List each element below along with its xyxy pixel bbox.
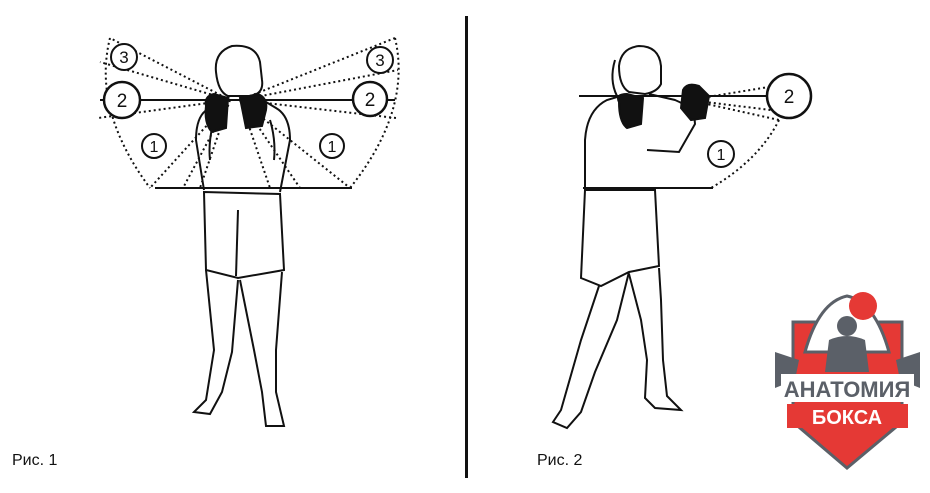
- figure-divider: [465, 16, 468, 478]
- zone-3-right: 3: [366, 46, 394, 74]
- svg-text:1: 1: [717, 147, 726, 164]
- svg-text:3: 3: [119, 48, 128, 67]
- gloves-side: [617, 83, 711, 130]
- figure-1: 3 2 1 3 2 1 Рис. 1: [0, 0, 466, 488]
- boxer-side: [551, 44, 697, 430]
- zone-2-right: 2: [351, 80, 389, 118]
- zone-1-side: 1: [707, 140, 735, 168]
- zone-labels-fig1: 3 2 1 3 2 1: [102, 43, 394, 159]
- gloves-front: [204, 92, 268, 134]
- logo-text-line2: БОКСА: [812, 407, 882, 429]
- figure-1-caption: Рис. 1: [12, 452, 58, 469]
- zone-3-left: 3: [110, 43, 138, 71]
- zone-2-side: 2: [765, 72, 813, 120]
- svg-text:3: 3: [375, 51, 384, 70]
- zone-labels-fig2: 2 1: [707, 72, 813, 168]
- zone-1-right: 1: [319, 133, 345, 159]
- svg-text:1: 1: [150, 139, 159, 156]
- svg-text:1: 1: [328, 139, 337, 156]
- anatomia-boksa-logo: АНАТОМИЯ БОКСА: [775, 282, 920, 474]
- zone-1-left: 1: [141, 133, 167, 159]
- svg-text:2: 2: [784, 87, 795, 108]
- figure-1-drawing: 3 2 1 3 2 1: [97, 37, 400, 427]
- logo-text-line1: АНАТОМИЯ: [784, 377, 911, 402]
- figure-2: 2 1 Рис. 2: [469, 0, 930, 488]
- logo-emblem: АНАТОМИЯ БОКСА: [775, 292, 920, 470]
- zone-2-left: 2: [102, 80, 142, 120]
- svg-text:2: 2: [117, 91, 128, 112]
- figure-2-caption: Рис. 2: [537, 452, 583, 469]
- figure-2-drawing: 2 1: [551, 44, 813, 430]
- svg-text:2: 2: [365, 90, 376, 111]
